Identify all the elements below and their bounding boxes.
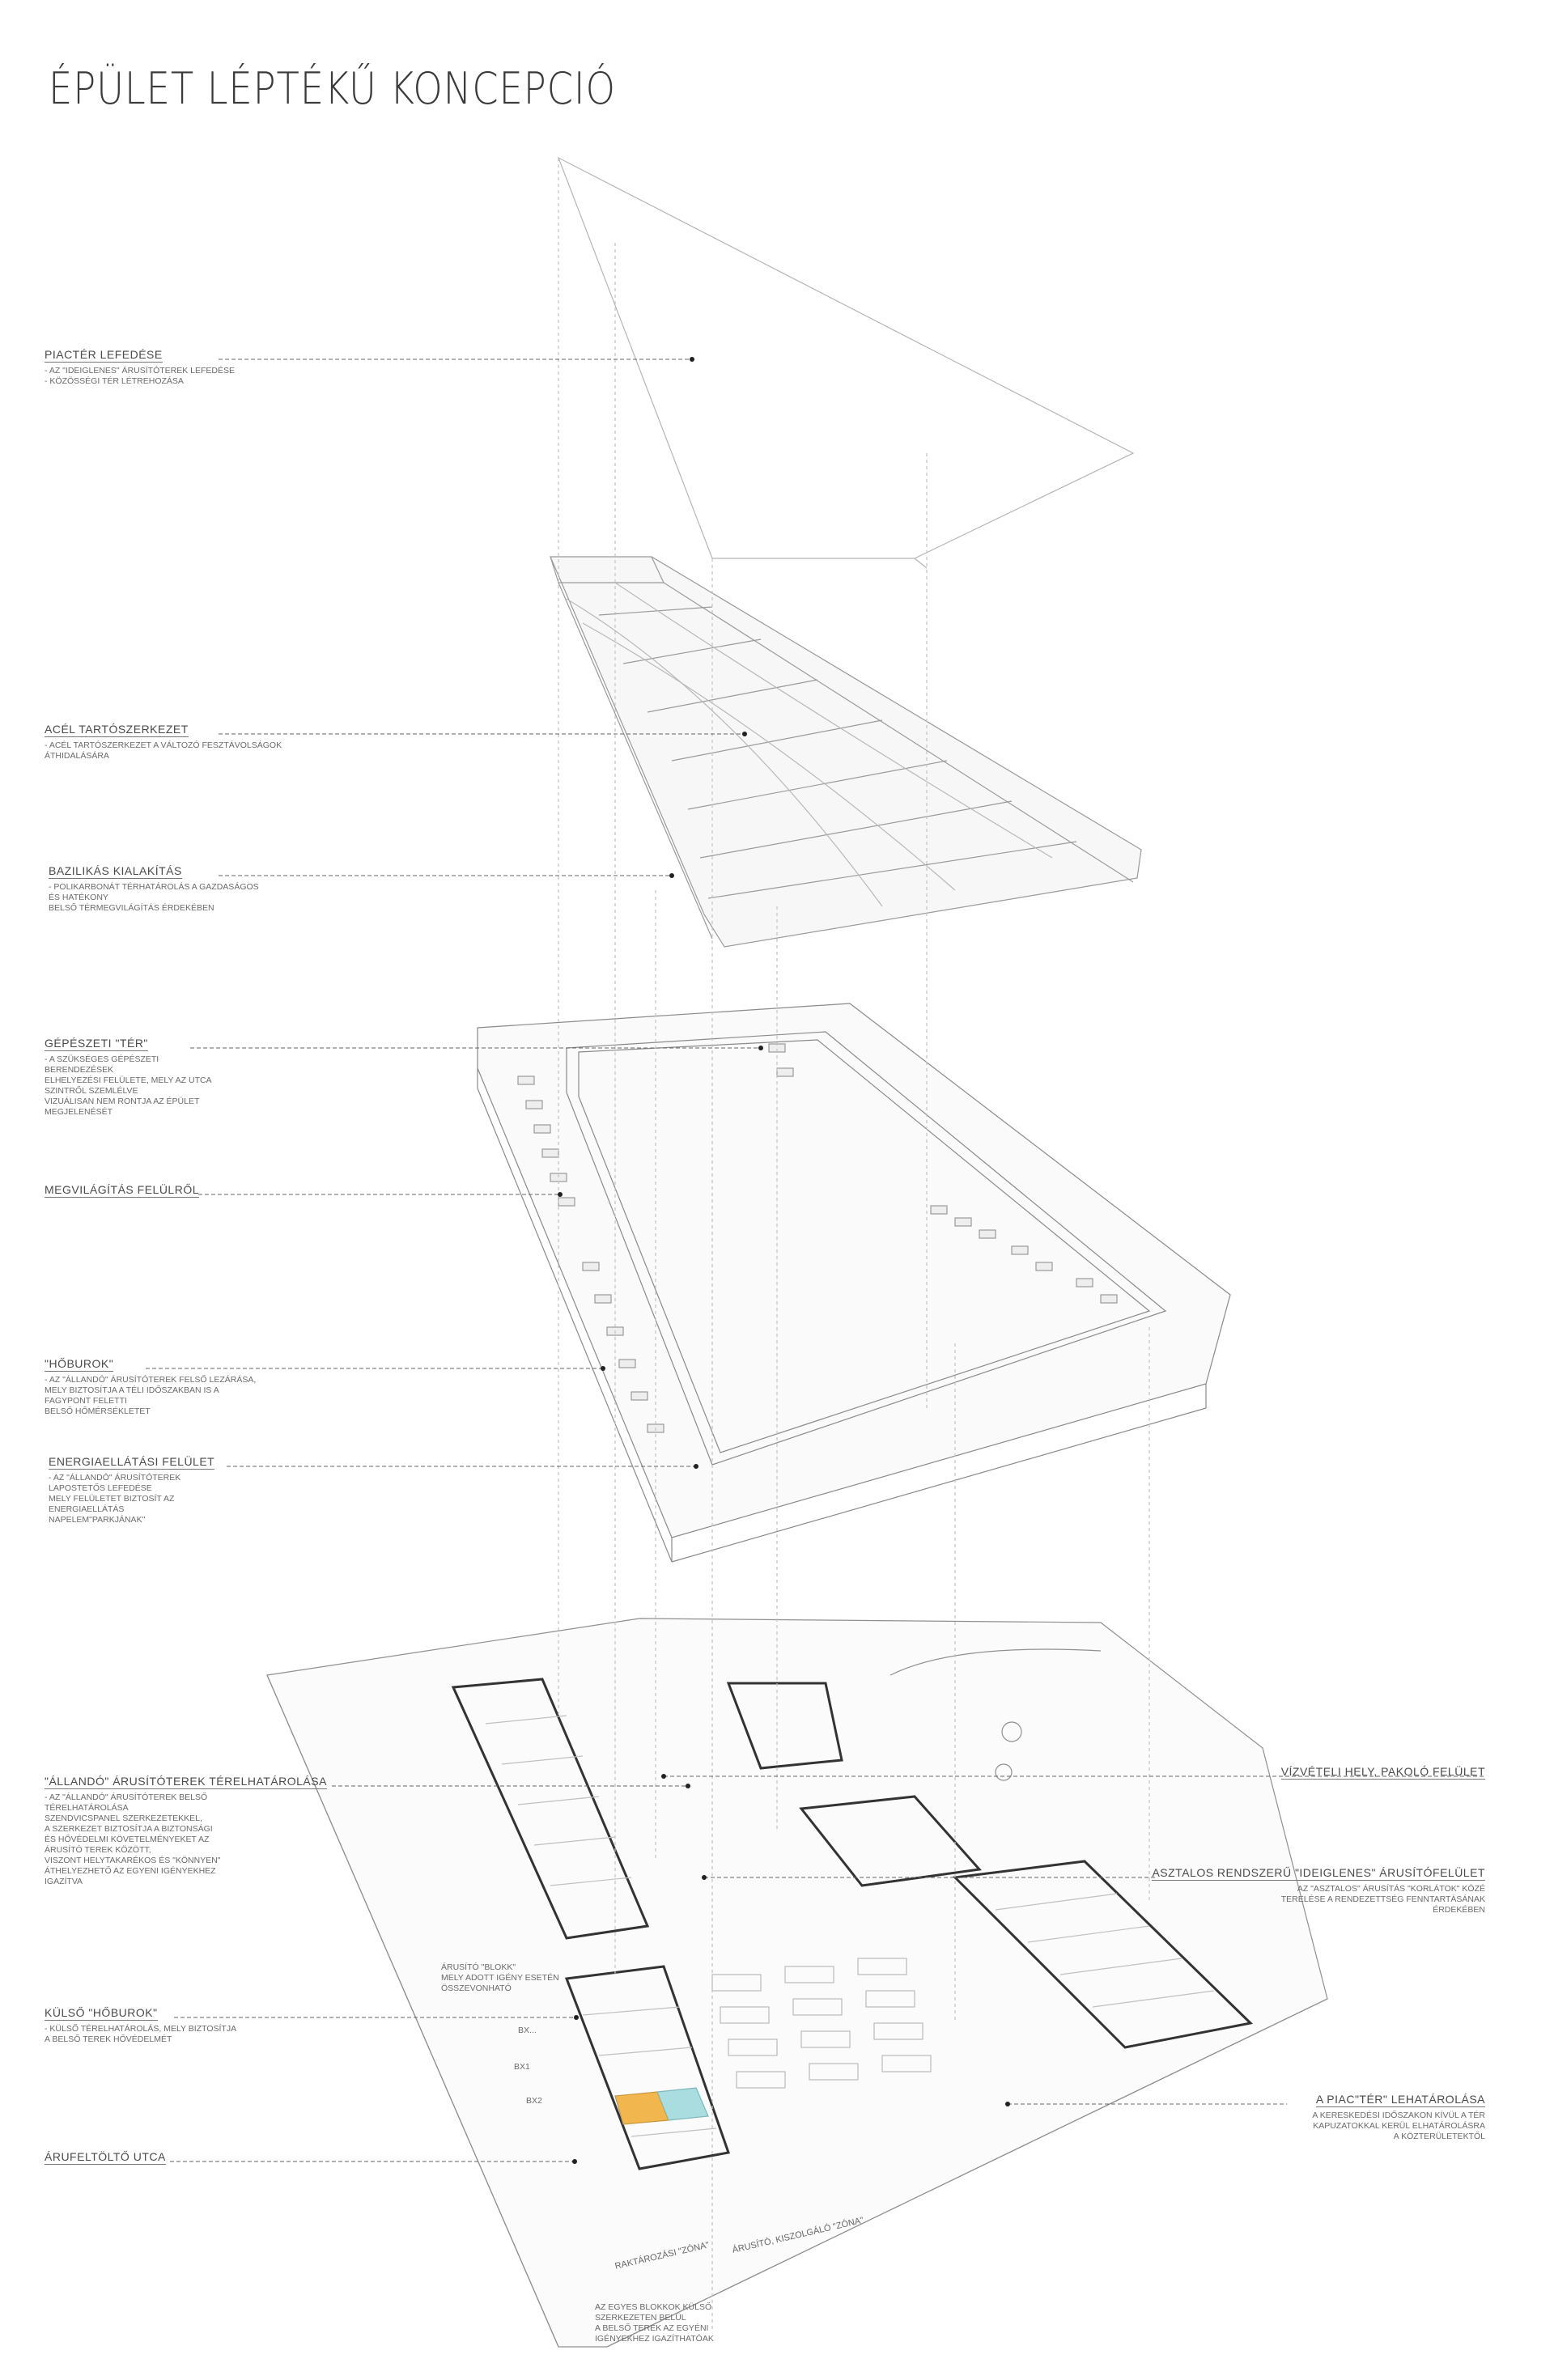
annotation-roof-cover: PIACTÉR LEFEDÉSE - AZ "IDEIGLENES" ÁRUSÍ… [45, 348, 236, 386]
annotation-title: "ÁLLANDÓ" ÁRUSÍTÓTEREK TÉRELHATÁROLÁSA [45, 1775, 327, 1789]
annotation-water-point: VÍZVÉTELI HELY, PAKOLÓ FELÜLET [1280, 1765, 1485, 1780]
annotation-basilica: BAZILIKÁS KIALAKÍTÁS - POLIKARBONÁT TÉRH… [49, 864, 259, 913]
block-label-bx1: BX1 [514, 2062, 530, 2072]
annotation-title: KÜLSŐ "HŐBUROK" [45, 2006, 158, 2021]
annotation-title: BAZILIKÁS KIALAKÍTÁS [49, 864, 182, 879]
annotation-title: ENERGIAELLÁTÁSI FELÜLET [49, 1455, 215, 1470]
roof-canopy [557, 156, 1135, 559]
annotation-title: MEGVILÁGÍTÁS FELÜLRŐL [45, 1183, 199, 1198]
annotation-table-stalls: ASZTALOS RENDSZERŰ "IDEIGLENES" ÁRUSÍTÓF… [1152, 1866, 1485, 1915]
annotation-market-boundary: A PIAC"TÉR" LEHATÁROLÁSA A KERESKEDÉSI I… [1312, 2093, 1485, 2141]
annotation-lighting: MEGVILÁGÍTÁS FELÜLRŐL [45, 1183, 199, 1198]
upper-slab [477, 1003, 1231, 1563]
projection-lines [558, 158, 1150, 2331]
annotation-title: "HŐBUROK" [45, 1357, 114, 1372]
annotation-supply-street: ÁRUFELTÖLTŐ UTCA [45, 2150, 166, 2165]
block-label-bx: BX... [518, 2026, 537, 2035]
steel-structure [550, 556, 1142, 948]
annotation-title: VÍZVÉTELI HELY, PAKOLÓ FELÜLET [1280, 1765, 1485, 1780]
annotation-title: PIACTÉR LEFEDÉSE [45, 348, 163, 363]
annotation-outer-envelope: KÜLSŐ "HŐBUROK" - KÜLSŐ TÉRELHATÁROLÁS, … [45, 2006, 237, 2044]
annotation-steel-structure: ACÉL TARTÓSZERKEZET - ACÉL TARTÓSZERKEZE… [45, 723, 282, 761]
annotation-energy-surface: ENERGIAELLÁTÁSI FELÜLET - AZ "ÁLLANDÓ" Á… [49, 1455, 215, 1525]
leader-lines [146, 358, 1485, 2162]
annotation-title: A PIAC"TÉR" LEHATÁROLÁSA [1315, 2093, 1485, 2107]
annotation-title: GÉPÉSZETI "TÉR" [45, 1037, 148, 1051]
block-label-bx2: BX2 [526, 2096, 542, 2106]
page-title: ÉPÜLET LÉPTÉKŰ KONCEPCIÓ [49, 63, 616, 114]
annotation-permanent-stalls: "ÁLLANDÓ" ÁRUSÍTÓTEREK TÉRELHATÁROLÁSA -… [45, 1775, 327, 1886]
annotation-thermal-envelope: "HŐBUROK" - AZ "ÁLLANDÓ" ÁRUSÍTÓTEREK FE… [45, 1357, 257, 1416]
annotation-title: ACÉL TARTÓSZERKEZET [45, 723, 189, 737]
annotation-title: ASZTALOS RENDSZERŰ "IDEIGLENES" ÁRUSÍTÓF… [1152, 1866, 1485, 1881]
ground-floor [266, 1618, 1328, 2348]
leader-dots [558, 357, 1010, 2164]
annotation-title: ÁRUFELTÖLTŐ UTCA [45, 2150, 166, 2165]
